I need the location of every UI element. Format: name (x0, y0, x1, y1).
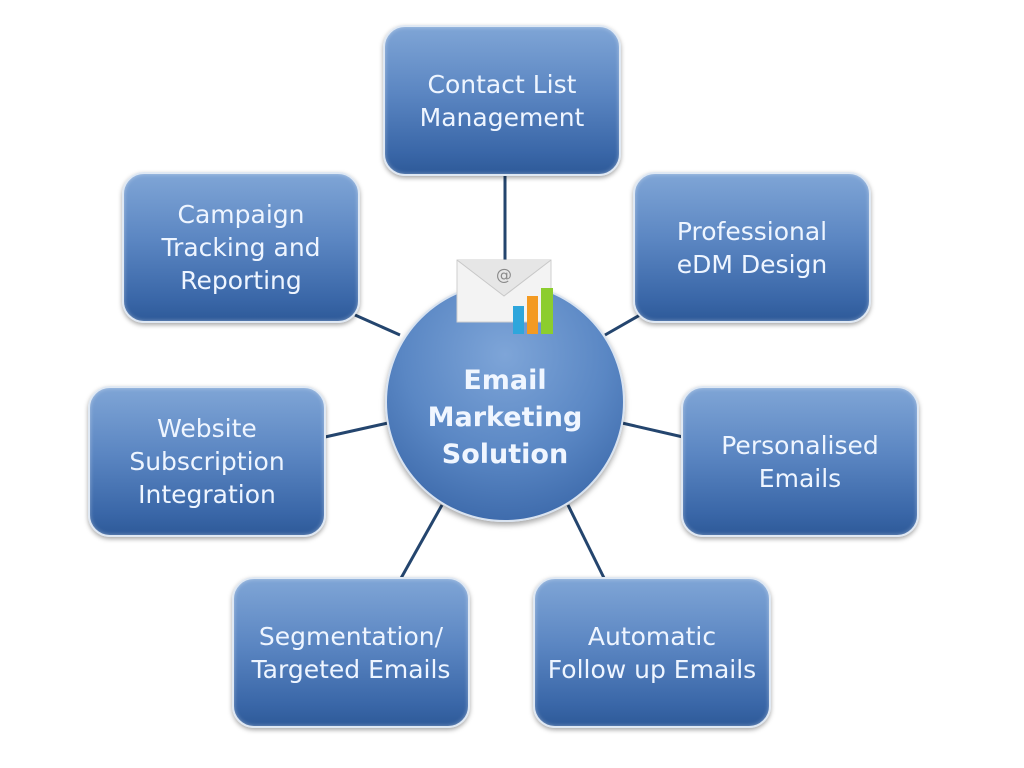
node-website-subscription: Website Subscription Integration (88, 386, 326, 537)
node-campaign-tracking: Campaign Tracking and Reporting (122, 172, 360, 323)
node-label: Contact List Management (419, 69, 585, 132)
email-chart-icon: @ (456, 259, 553, 334)
center-label: Email Marketing Solution (427, 364, 583, 470)
node-automatic-follow-up: Automatic Follow up Emails (533, 577, 771, 728)
node-label: Personalised Emails (721, 430, 879, 493)
connector-website (324, 421, 389, 439)
svg-text:@: @ (496, 265, 512, 284)
connector-campaign (354, 313, 401, 337)
connector-automatic (566, 504, 607, 581)
node-professional-edm-design: Professional eDM Design (633, 172, 871, 323)
connector-segmentation (398, 504, 444, 581)
node-label: Automatic Follow up Emails (547, 621, 757, 684)
node-contact-list-management: Contact List Management (383, 25, 621, 176)
node-label: Website Subscription Integration (129, 414, 285, 509)
node-label: Professional eDM Design (676, 216, 828, 279)
connector-professional (604, 313, 641, 337)
connector-personalised (621, 421, 684, 439)
node-segmentation: Segmentation/ Targeted Emails (232, 577, 470, 728)
node-personalised-emails: Personalised Emails (681, 386, 919, 537)
node-label: Campaign Tracking and Reporting (161, 200, 321, 295)
node-label: Segmentation/ Targeted Emails (251, 621, 451, 684)
